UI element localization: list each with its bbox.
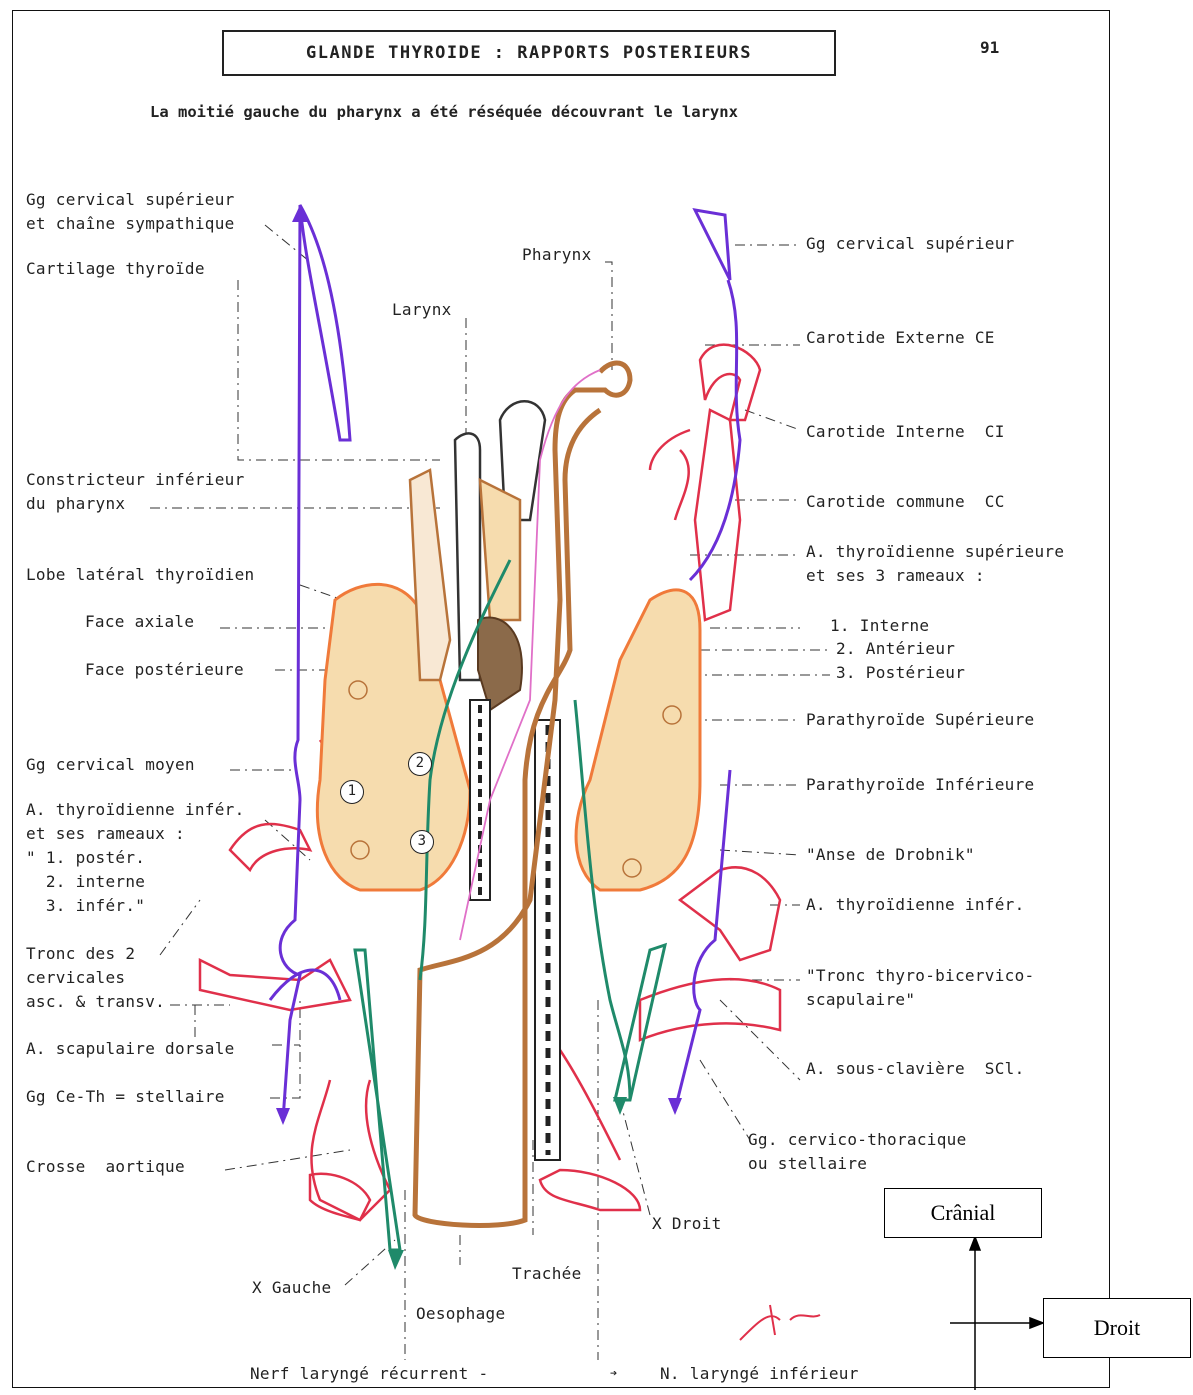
label-constricteur-inferieur: Constricteur inférieur du pharynx xyxy=(26,468,245,516)
label-x-droit: X Droit xyxy=(652,1212,722,1236)
marker-3: 3 xyxy=(410,830,434,854)
marker-2: 2 xyxy=(408,752,432,776)
label-larynx: Larynx xyxy=(392,298,452,322)
label-rameau-interne: 1. Interne xyxy=(830,614,929,638)
label-tronc-cervicales: Tronc des 2 cervicales asc. & transv. xyxy=(26,942,165,1014)
label-a-thyroidienne-infer: A. thyroïdienne infér. et ses rameaux : … xyxy=(26,798,245,918)
label-rameau-posterieur: 3. Postérieur xyxy=(836,661,965,685)
arrow-glyph: ➔ xyxy=(610,1361,618,1385)
label-lobe-lateral: Lobe latéral thyroïdien xyxy=(26,563,254,587)
label-cartilage-thyroide: Cartilage thyroïde xyxy=(26,257,205,281)
label-carotide-interne: Carotide Interne CI xyxy=(806,420,1005,444)
orientation-cranial-box: Crânial xyxy=(884,1188,1042,1238)
label-anse-drobnik: "Anse de Drobnik" xyxy=(806,843,975,867)
label-a-sous-claviere: A. sous-clavière SCl. xyxy=(806,1057,1025,1081)
label-n-laryngee-inferieur: N. laryngé inférieur xyxy=(660,1362,859,1386)
label-gg-cervico-thoracique: Gg. cervico-thoracique ou stellaire xyxy=(748,1128,967,1176)
orientation-droit-box: Droit xyxy=(1043,1298,1191,1358)
label-crosse-aortique: Crosse aortique xyxy=(26,1155,185,1179)
label-nerf-laryngee-recurrent: Nerf laryngé récurrent - xyxy=(250,1362,488,1386)
orientation-arrows xyxy=(950,1237,1043,1390)
right-thyroid-lobe xyxy=(576,590,700,890)
label-face-axiale: Face axiale xyxy=(85,610,194,634)
label-gg-ce-th: Gg Ce-Th = stellaire xyxy=(26,1085,225,1109)
label-gg-cervical-moyen: Gg cervical moyen xyxy=(26,753,195,777)
label-oesophage: Oesophage xyxy=(416,1302,505,1326)
signature xyxy=(740,1305,820,1340)
label-a-thyroidienne-infer-right: A. thyroïdienne infér. xyxy=(806,893,1025,917)
label-gg-cervical-superieur-chaine: Gg cervical supérieur et chaîne sympathi… xyxy=(26,188,235,236)
label-carotide-externe: Carotide Externe CE xyxy=(806,326,995,350)
label-x-gauche: X Gauche xyxy=(252,1276,331,1300)
label-tronc-thyro-bicervico: "Tronc thyro-bicervico- scapulaire" xyxy=(806,964,1034,1012)
label-face-posterieure: Face postérieure xyxy=(85,658,244,682)
label-parathyroide-inferieure: Parathyroïde Inférieure xyxy=(806,773,1034,797)
label-trachee: Trachée xyxy=(512,1262,582,1286)
label-a-scapulaire-dorsale: A. scapulaire dorsale xyxy=(26,1037,235,1061)
label-parathyroide-superieure: Parathyroïde Supérieure xyxy=(806,708,1034,732)
label-rameau-anterieur: 2. Antérieur xyxy=(836,637,955,661)
label-carotide-commune: Carotide commune CC xyxy=(806,490,1005,514)
marker-1: 1 xyxy=(340,780,364,804)
label-gg-cervical-superieur-right: Gg cervical supérieur xyxy=(806,232,1015,256)
label-pharynx: Pharynx xyxy=(522,243,592,267)
green-arrow-heads xyxy=(388,1097,627,1270)
label-a-thyroidienne-superieure: A. thyroïdienne supérieure et ses 3 rame… xyxy=(806,540,1064,588)
